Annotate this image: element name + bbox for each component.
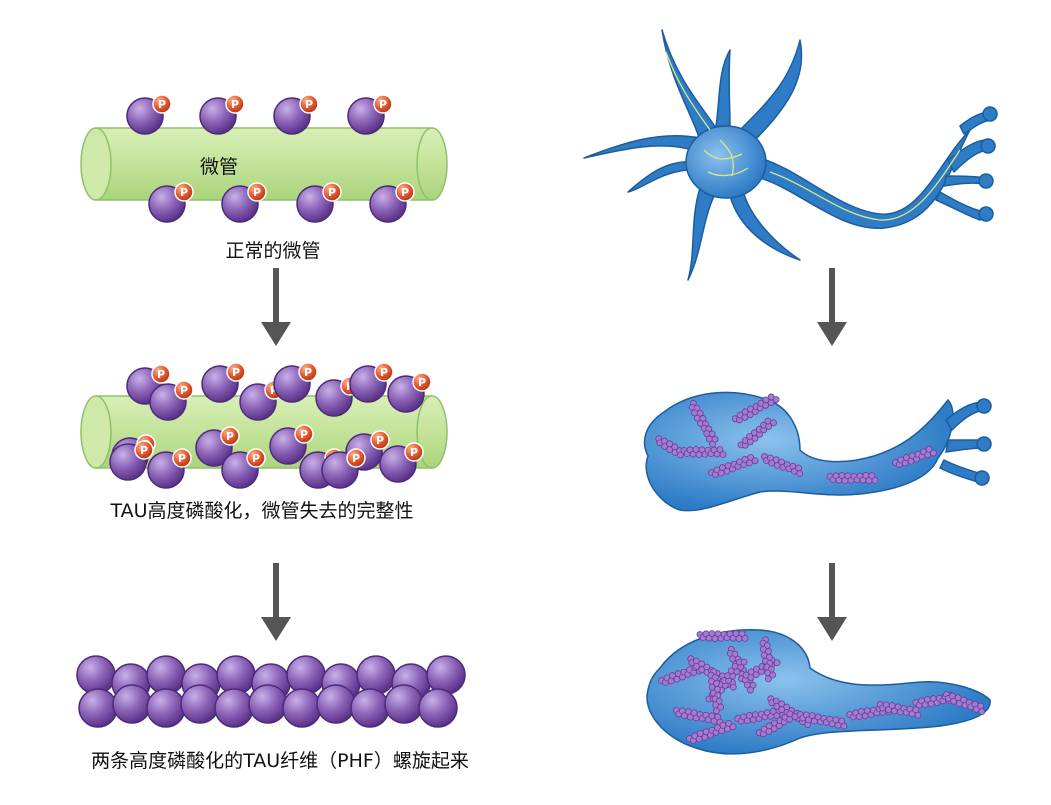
phosphate-letter: P xyxy=(401,186,409,199)
tau-fibril xyxy=(708,454,759,478)
phosphate-letter: P xyxy=(253,186,261,199)
microtubule-label: 微管 xyxy=(200,156,239,178)
phosphate-letter: P xyxy=(380,366,388,379)
tau-fibril xyxy=(755,710,799,738)
tau-fibril xyxy=(731,393,780,424)
tau-protein xyxy=(418,688,458,728)
phosphate-letter: P xyxy=(379,98,387,111)
tau-fibril xyxy=(707,668,725,715)
hyperphosphorylation-caption: TAU高度磷酸化，微管失去的完整性 xyxy=(110,500,414,522)
tau-protein xyxy=(384,684,424,724)
tau-fibril xyxy=(672,707,724,726)
phosphate-letter: P xyxy=(252,452,260,465)
phosphate-letter: P xyxy=(180,384,188,397)
phosphate-icon xyxy=(298,362,318,382)
phf-caption: 两条高度磷酸化的TAU纤维（PHF）螺旋起来 xyxy=(91,750,469,772)
tau-fibril xyxy=(767,695,812,728)
tau-fibril xyxy=(680,446,727,458)
tau-protein xyxy=(214,688,254,728)
phosphate-letter: P xyxy=(140,444,148,457)
phosphate-letter: P xyxy=(180,186,188,199)
tangled-neuron-fibrils xyxy=(655,393,937,484)
phosphate-letter: P xyxy=(270,384,278,397)
normal-microtubule-caption: 正常的微管 xyxy=(225,240,321,262)
phosphate-icon xyxy=(220,426,240,446)
phosphate-icon xyxy=(134,440,154,460)
phosphate-icon xyxy=(374,362,394,382)
phosphate-letter: P xyxy=(157,368,165,381)
down-arrow-left-2 xyxy=(261,563,291,641)
tau-protein xyxy=(286,655,326,695)
phosphate-icon xyxy=(299,94,319,114)
phosphate-icon xyxy=(152,94,172,114)
tau-protein xyxy=(76,655,116,695)
tau-fibril xyxy=(943,691,986,716)
phosphate-icon xyxy=(370,430,390,450)
phosphate-letter: P xyxy=(304,366,312,379)
tau-protein xyxy=(248,684,288,724)
tau-protein xyxy=(180,684,220,724)
tau-protein xyxy=(350,688,390,728)
tau-fibril xyxy=(687,655,737,691)
tau-protein xyxy=(356,655,396,695)
phosphate-icon xyxy=(151,364,171,384)
phosphate-letter: P xyxy=(226,430,234,443)
phosphate-letter: P xyxy=(352,452,360,465)
tau-protein xyxy=(146,688,186,728)
phosphate-icon xyxy=(174,182,194,202)
phosphate-letter: P xyxy=(178,452,186,465)
phosphate-icon xyxy=(395,182,415,202)
phosphate-letter: P xyxy=(418,376,426,389)
tau-fibril xyxy=(876,701,922,719)
tau-fibril xyxy=(826,472,879,484)
down-arrow-right-1 xyxy=(817,268,847,346)
phosphate-letter: P xyxy=(305,98,313,111)
tau-fibril xyxy=(892,445,937,468)
tau-protein xyxy=(112,684,152,724)
tau-fibril xyxy=(737,417,777,449)
tau-fibril xyxy=(686,720,737,744)
down-arrow-right-2 xyxy=(817,563,847,641)
phosphate-icon xyxy=(246,448,266,468)
tau-protein xyxy=(282,688,322,728)
down-arrow-left-1 xyxy=(261,268,291,346)
phosphate-letter: P xyxy=(231,98,239,111)
phosphate-icon xyxy=(226,362,246,382)
phosphate-letter: P xyxy=(376,434,384,447)
phosphate-letter: P xyxy=(328,186,336,199)
tau-protein xyxy=(426,655,466,695)
tau-protein xyxy=(216,655,256,695)
phosphate-icon xyxy=(322,182,342,202)
paired-helical-filament xyxy=(76,655,466,728)
phosphate-icon xyxy=(174,380,194,400)
tau-fibril xyxy=(696,630,749,642)
healthy-neuron xyxy=(583,29,998,281)
phosphate-icon xyxy=(172,448,192,468)
tau-protein xyxy=(316,684,356,724)
tau-fibril xyxy=(688,399,719,448)
tau-protein xyxy=(78,688,118,728)
phosphate-icon xyxy=(373,94,393,114)
phosphate-icon xyxy=(247,182,267,202)
tau-fibril xyxy=(796,711,848,730)
normal-tau-proteins: P P P P P P P P xyxy=(126,94,415,223)
tau-fibril xyxy=(761,453,804,478)
phosphate-icon xyxy=(412,372,432,392)
healthy-neuron-microtubules xyxy=(665,51,961,221)
phosphate-letter: P xyxy=(158,98,166,111)
tau-fibril xyxy=(655,435,684,459)
phosphate-letter: P xyxy=(410,446,418,459)
phosphate-letter: P xyxy=(232,366,240,379)
phosphate-letter: P xyxy=(300,428,308,441)
phosphate-icon xyxy=(346,448,366,468)
neurofibrillary-tangles xyxy=(658,630,986,744)
phosphate-icon xyxy=(225,94,245,114)
phosphate-icon xyxy=(294,424,314,444)
tau-fibril xyxy=(759,636,777,683)
phosphate-icon xyxy=(404,442,424,462)
